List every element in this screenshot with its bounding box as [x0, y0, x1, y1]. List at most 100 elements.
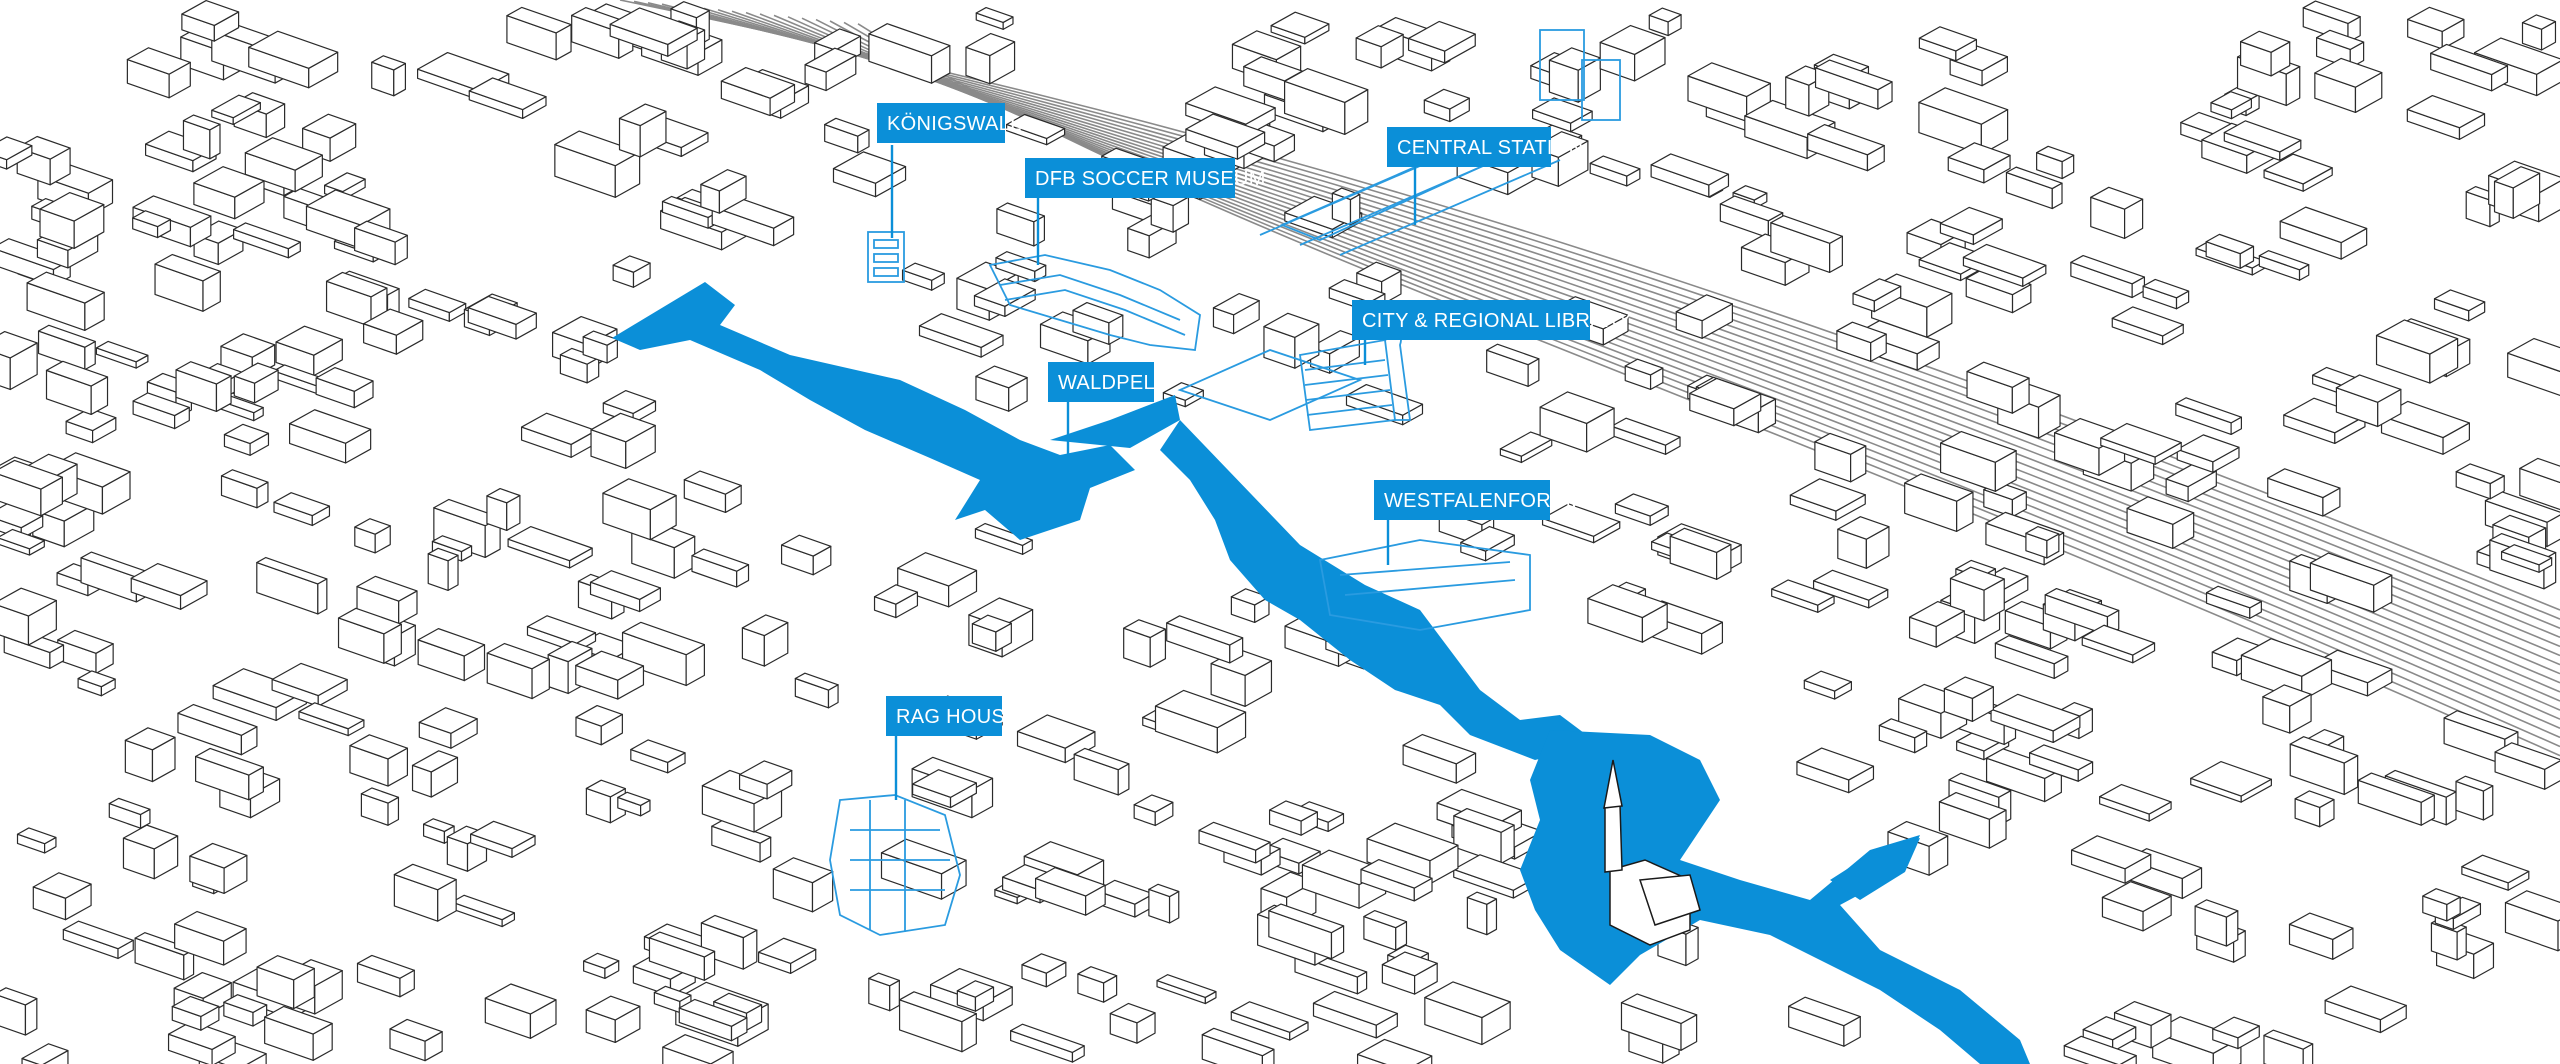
building-block: [741, 614, 789, 637]
building-block: [1807, 123, 1885, 156]
building-block: [965, 32, 1016, 57]
building-block: [1548, 47, 1601, 71]
building-block: [2176, 434, 2240, 463]
building-block: [256, 955, 315, 981]
building-block: [683, 470, 742, 495]
building-block: [174, 910, 247, 942]
building-block: [2113, 1000, 2172, 1027]
building-block: [1010, 1023, 1085, 1053]
building-block: [918, 313, 1004, 349]
building-block: [898, 991, 977, 1023]
building-block: [1073, 747, 1130, 771]
building-block: [1943, 676, 1994, 700]
building-block: [2309, 552, 2393, 586]
building-block: [132, 210, 172, 228]
building-block: [630, 739, 686, 764]
building-block: [1133, 794, 1174, 813]
building-block: [2473, 37, 2560, 75]
building-block: [1614, 493, 1669, 517]
building-block: [486, 642, 550, 670]
building-block: [468, 77, 547, 111]
route-segment-kampstrasse: [1050, 395, 1180, 448]
building-block: [1366, 822, 1459, 862]
label-waldpelz-text: WALDPELZ: [1058, 372, 1167, 394]
building-block: [77, 670, 116, 688]
building-block: [288, 409, 372, 444]
building-block: [2443, 710, 2519, 740]
building-block: [422, 818, 455, 833]
building-block: [1994, 635, 2069, 665]
building-block: [1363, 909, 1408, 929]
building-block: [1836, 321, 1887, 344]
label-library-box: [1352, 300, 1590, 340]
building-block: [122, 824, 179, 850]
building-block: [1788, 996, 1861, 1027]
building-block: [2263, 153, 2333, 185]
building-block: [167, 1020, 236, 1051]
building-block: [1016, 714, 1096, 749]
building-block: [171, 995, 220, 1018]
building-block: [1624, 358, 1664, 376]
building-block: [1268, 800, 1318, 822]
building-block: [363, 308, 424, 336]
pedestrian-route: [612, 282, 2030, 1064]
building-block: [418, 707, 478, 734]
building-block: [1006, 113, 1066, 140]
building-block: [2375, 319, 2459, 355]
building-block: [2504, 890, 2560, 922]
building-block: [2324, 985, 2407, 1021]
building-block: [1109, 1002, 1156, 1024]
building-block: [738, 760, 793, 785]
building-block: [433, 498, 501, 527]
konigswall-building-outline: [867, 231, 905, 283]
label-rag-house: RAG HOUSE: [886, 696, 1018, 736]
building-block: [1837, 516, 1890, 540]
building-block: [37, 324, 96, 348]
building-block: [325, 271, 388, 298]
building-block: [1034, 867, 1106, 897]
building-block: [2263, 1029, 2314, 1050]
building-block: [1486, 898, 1498, 936]
building-block: [1156, 974, 1217, 999]
building-block: [126, 47, 191, 75]
label-westfalenforum: WESTFALENFORUM: [1374, 480, 1583, 520]
building-block: [1852, 278, 1902, 302]
building-block: [356, 954, 415, 979]
building-block: [678, 998, 748, 1027]
building-block: [2500, 544, 2553, 566]
building-block: [211, 94, 261, 119]
building-block: [2461, 854, 2530, 884]
building-block: [39, 192, 105, 222]
building-block: [132, 195, 212, 228]
label-konigswall-box: [877, 103, 1005, 143]
building-block: [223, 994, 268, 1014]
building-block: [1402, 733, 1477, 765]
building-block: [1424, 981, 1511, 1019]
building-block: [271, 662, 348, 697]
building-block: [2211, 637, 2263, 662]
building-block: [2315, 29, 2365, 51]
building-block: [1908, 600, 1965, 628]
building-block: [0, 987, 38, 1006]
building-block: [975, 6, 1014, 24]
soccer-museum-outline: [988, 254, 1201, 351]
building-block: [2205, 585, 2262, 609]
building-block: [302, 113, 357, 139]
building-block: [2455, 775, 2494, 792]
building-block: [2314, 57, 2383, 88]
building-block: [182, 114, 221, 131]
building-block: [2422, 888, 2461, 906]
building-block: [193, 166, 265, 198]
building-block: [248, 30, 339, 69]
building-block: [389, 1018, 443, 1042]
label-westfalenforum-text: WESTFALENFORUM: [1384, 490, 1583, 512]
building-block: [1453, 854, 1541, 891]
building-block: [507, 526, 593, 562]
building-block: [1648, 7, 1682, 23]
building-block: [0, 459, 63, 490]
building-block: [2063, 1035, 2137, 1064]
label-rag-house-box: [886, 696, 1002, 736]
building-block: [880, 838, 967, 875]
